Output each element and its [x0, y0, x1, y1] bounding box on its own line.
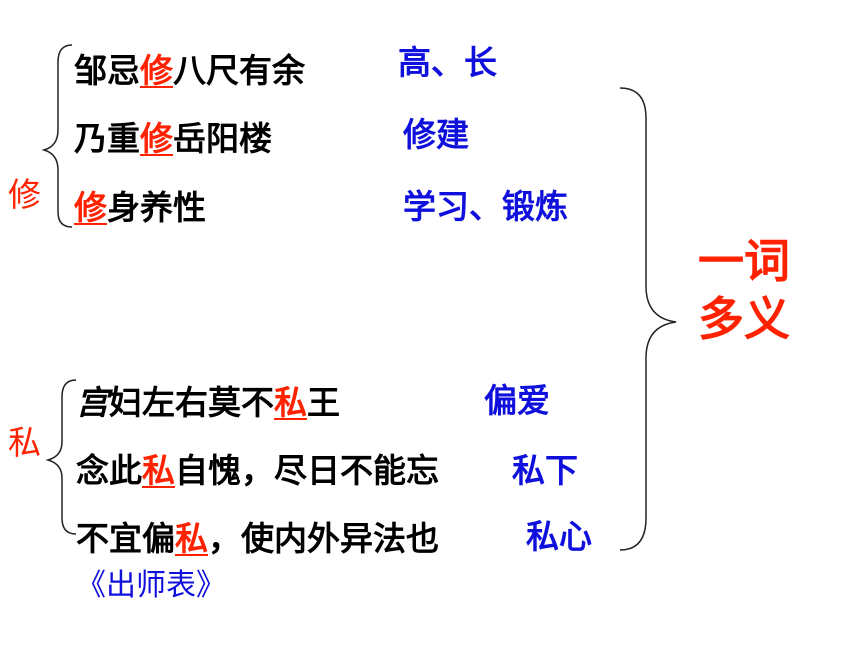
sentence-text: 邹忌	[74, 51, 140, 90]
highlighted-char: 修	[140, 119, 173, 158]
sentence-text: 不宜偏	[76, 519, 175, 558]
sentence-xiu-1: 邹忌修八尺有余	[74, 44, 305, 92]
source-title: 《出师表》	[76, 568, 226, 603]
concept-line-1: 一词	[698, 234, 790, 288]
highlighted-char: 修	[140, 51, 173, 90]
meaning-xiu-3: 学习、锻炼	[403, 187, 568, 226]
left-brace-bottom	[45, 379, 77, 535]
group-char-si: 私	[8, 423, 41, 462]
sentence-text: ，使内外异法也	[208, 519, 439, 558]
sentence-text: 王	[307, 383, 340, 422]
meaning-xiu-2: 修建	[403, 115, 469, 154]
left-brace-top	[41, 44, 73, 228]
sentence-text: 身养性	[107, 188, 206, 227]
highlighted-char: 修	[74, 188, 107, 227]
sentence-text: 自愧，尽日不能忘	[175, 451, 439, 490]
sentence-text-italic: 宫	[76, 383, 109, 422]
sentence-text: 念此	[76, 451, 142, 490]
meaning-si-2: 私下	[512, 451, 578, 490]
meaning-si-1: 偏爱	[484, 381, 550, 420]
sentence-xiu-2: 乃重修岳阳楼	[74, 112, 272, 160]
highlighted-char: 私	[142, 451, 175, 490]
sentence-si-2: 念此私自愧，尽日不能忘	[76, 444, 439, 492]
sentence-si-3: 不宜偏私，使内外异法也	[76, 512, 439, 560]
sentence-text: 八尺有余	[173, 51, 305, 90]
right-brace	[619, 87, 677, 551]
sentence-si-1: 宫妇左右莫不私王	[76, 376, 340, 424]
sentence-xiu-3: 修身养性	[74, 181, 206, 229]
concept-label: 一词 多义	[698, 232, 790, 348]
sentence-text: 岳阳楼	[173, 119, 272, 158]
meaning-si-3: 私心	[526, 517, 592, 556]
highlighted-char: 私	[175, 519, 208, 558]
group-char-xiu: 修	[8, 175, 41, 214]
concept-line-2: 多义	[698, 292, 790, 346]
sentence-text: 乃重	[74, 119, 140, 158]
sentence-text: 妇左右莫不	[109, 383, 274, 422]
meaning-xiu-1: 高、长	[398, 43, 497, 82]
highlighted-char: 私	[274, 383, 307, 422]
